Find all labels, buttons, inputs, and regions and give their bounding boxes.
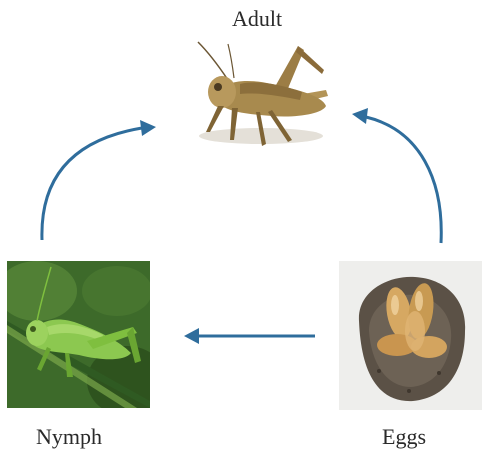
arrow-eggs-to-adult <box>352 108 441 243</box>
adult-grasshopper-photo <box>176 40 336 165</box>
arrow-nymph-to-adult <box>42 120 156 240</box>
egg-pod-photo <box>339 261 482 410</box>
nymph-grasshopper-photo <box>7 261 150 408</box>
adult-label: Adult <box>232 6 282 32</box>
eggs-label: Eggs <box>382 424 426 450</box>
nymph-label: Nymph <box>36 424 102 450</box>
arrow-eggs-to-nymph <box>184 328 315 344</box>
